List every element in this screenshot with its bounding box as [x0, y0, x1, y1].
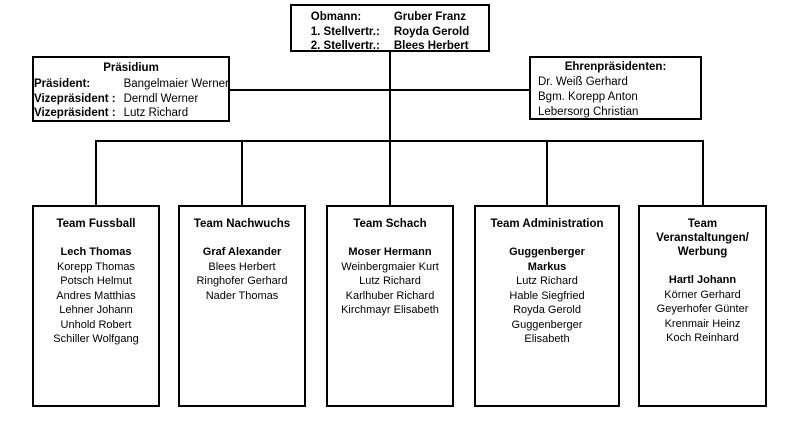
praesident-role-label: Präsident:	[34, 78, 91, 90]
connector-drop-team-5	[702, 142, 704, 205]
list-item: Ringhofer Gerhard	[196, 275, 288, 287]
team-lead: Guggenberger Markus	[509, 246, 585, 273]
praesidium-title: Präsidium	[103, 62, 159, 74]
deputy2-person-name: Blees Herbert	[393, 40, 469, 52]
team-title: Team Nachwuchs	[193, 218, 291, 230]
team-member-list: Graf Alexander Blees Herbert Ringhofer G…	[180, 245, 304, 303]
node-praesidium: Präsidium Präsident: Bangelmaier Werner …	[32, 56, 230, 122]
deputy1-person-name: Royda Gerold	[393, 25, 470, 38]
node-ehrenpraesidenten: Ehrenpräsidenten: Dr. Weiß Gerhard Bgm. …	[529, 56, 702, 120]
connector-horizontal-presidency	[230, 89, 529, 91]
team-lead: Hartl Johann	[668, 274, 737, 286]
team-title: Team Veranstaltungen/ Werbung	[656, 218, 749, 258]
connector-drop-team-1	[95, 142, 97, 205]
list-item: Potsch Helmut	[60, 275, 132, 287]
list-item: Dr. Weiß Gerhard	[538, 76, 628, 88]
team-title: Team Administration	[490, 218, 604, 230]
team-lead: Graf Alexander	[202, 246, 282, 258]
list-item: Royda Gerold	[513, 304, 581, 316]
ehrenpraesidenten-title: Ehrenpräsidenten:	[564, 61, 667, 73]
vizepraesident1-person-name: Derndl Werner	[123, 92, 199, 105]
praesidium-row: Vizepräsident : Derndl Werner	[34, 92, 229, 107]
node-team-nachwuchs: Team Nachwuchs Graf Alexander Blees Herb…	[178, 205, 306, 407]
team-lead: Moser Hermann	[348, 246, 432, 258]
team-title: Team Fussball	[56, 218, 136, 230]
team-title: Team Schach	[353, 218, 427, 230]
team-lead: Lech Thomas	[60, 246, 132, 258]
deputy1-role-label: 1. Stellvertr.:	[310, 25, 380, 38]
team-member-list: Moser Hermann Weinbergmaier Kurt Lutz Ri…	[328, 245, 452, 318]
list-item: Andres Matthias	[56, 289, 136, 302]
list-item: Unhold Robert	[60, 318, 132, 331]
node-team-administration: Team Administration Guggenberger Markus …	[474, 205, 620, 407]
praesidium-row: Vizepräsident : Lutz Richard	[34, 106, 229, 121]
obmann-row: 2. Stellvertr.: Blees Herbert	[311, 39, 469, 54]
node-team-veranstaltungen-werbung: Team Veranstaltungen/ Werbung Hartl Joha…	[638, 205, 767, 407]
praesident-person-name: Bangelmaier Werner	[123, 78, 229, 90]
node-team-fussball: Team Fussball Lech Thomas Korepp Thomas …	[32, 205, 160, 407]
ehrenpraesidenten-member-list: Dr. Weiß Gerhard Bgm. Korepp Anton Leber…	[531, 75, 700, 120]
list-item: Karlhuber Richard	[345, 289, 435, 302]
deputy2-role-label: 2. Stellvertr.:	[310, 40, 380, 52]
connector-obmann-down	[389, 52, 391, 91]
vizepraesident1-role-label: Vizepräsident :	[34, 92, 116, 105]
list-item: Guggenberger	[511, 318, 583, 331]
praesidium-rows: Präsident: Bangelmaier Werner Vizepräsid…	[34, 77, 229, 121]
team-member-list: Lech Thomas Korepp Thomas Potsch Helmut …	[34, 245, 158, 347]
connector-drop-team-2	[241, 142, 243, 205]
obmann-role-label: Obmann:	[310, 11, 362, 23]
list-item: Lehner Johann	[59, 304, 133, 316]
vizepraesident2-role-label: Vizepräsident :	[34, 107, 116, 119]
team-member-list: Hartl Johann Körner Gerhard Geyerhofer G…	[640, 273, 765, 346]
obmann-rows: Obmann: Gruber Franz 1. Stellvertr.: Roy…	[311, 10, 469, 54]
list-item: Lutz Richard	[359, 275, 421, 287]
connector-down-to-teams	[389, 91, 391, 142]
list-item: Blees Herbert	[208, 260, 276, 273]
connector-team-distribution-bar	[95, 140, 704, 142]
list-item: Kirchmayr Elisabeth	[341, 304, 439, 316]
list-item: Weinbergmaier Kurt	[341, 260, 439, 273]
list-item: Krenmair Heinz	[664, 317, 741, 330]
team-member-list: Guggenberger Markus Lutz Richard Hable S…	[476, 245, 618, 347]
obmann-row: 1. Stellvertr.: Royda Gerold	[311, 25, 469, 40]
connector-drop-team-4	[546, 142, 548, 205]
list-item: Lebersorg Christian	[538, 106, 639, 118]
vizepraesident2-person-name: Lutz Richard	[123, 107, 189, 119]
list-item: Bgm. Korepp Anton	[538, 91, 638, 103]
obmann-person-name: Gruber Franz	[393, 11, 467, 23]
list-item: Geyerhofer Günter	[656, 303, 749, 315]
obmann-row: Obmann: Gruber Franz	[311, 10, 469, 25]
list-item: Lutz Richard	[516, 275, 578, 287]
praesidium-row: Präsident: Bangelmaier Werner	[34, 77, 229, 92]
list-item: Nader Thomas	[205, 289, 279, 302]
connector-drop-team-3	[389, 142, 391, 205]
list-item: Hable Siegfried	[509, 289, 585, 302]
node-team-schach: Team Schach Moser Hermann Weinbergmaier …	[326, 205, 454, 407]
node-obmann: Obmann: Gruber Franz 1. Stellvertr.: Roy…	[290, 4, 490, 52]
list-item: Koch Reinhard	[666, 332, 739, 344]
list-item: Korepp Thomas	[56, 260, 136, 273]
list-item: Elisabeth	[524, 333, 570, 345]
list-item: Schiller Wolfgang	[53, 333, 139, 345]
list-item: Körner Gerhard	[664, 288, 741, 301]
